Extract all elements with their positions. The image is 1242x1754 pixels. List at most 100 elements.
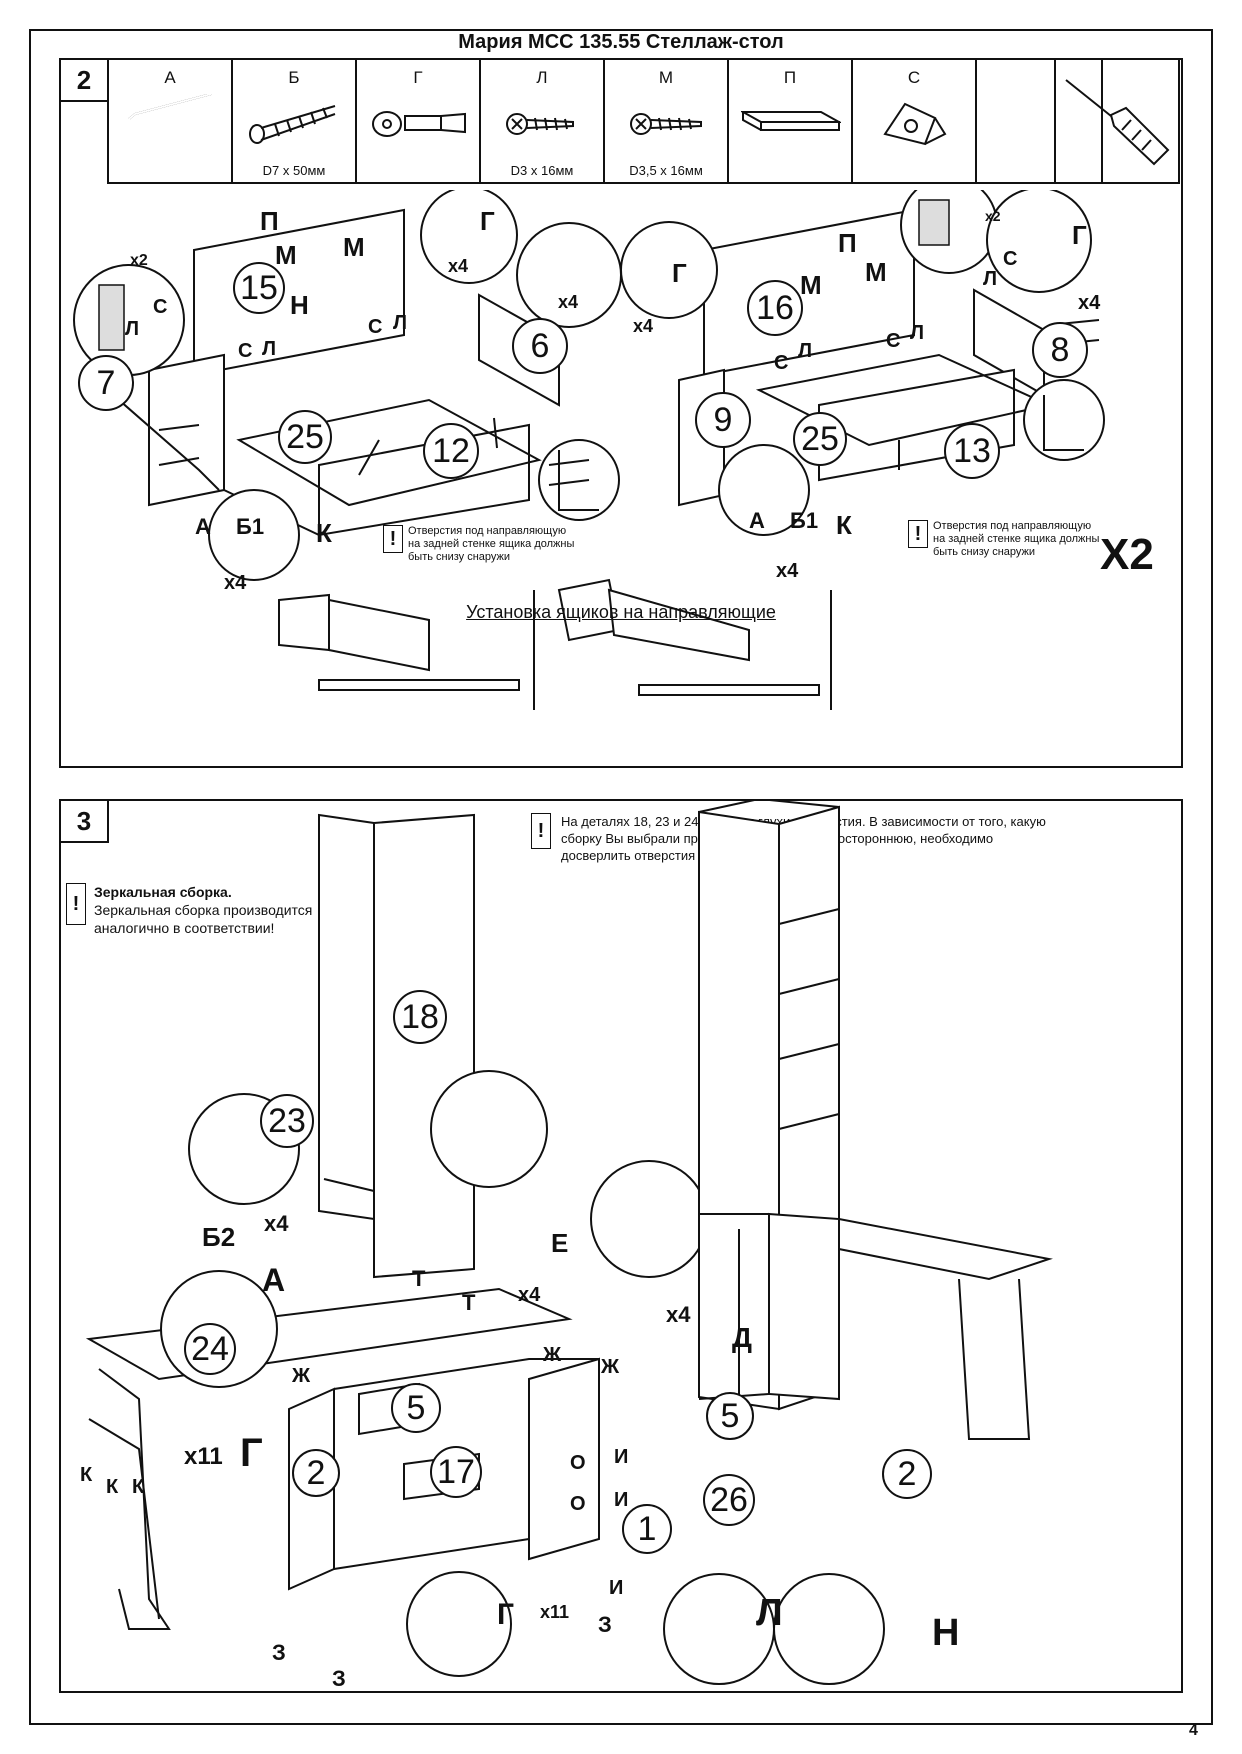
warning-text: Отверстия под направляющую на задней сте… [408, 525, 575, 563]
label-g: Г [240, 1431, 263, 1475]
zoom-d-circle [590, 1160, 708, 1278]
part-letter: Б [288, 68, 300, 87]
label-t: Т [462, 1290, 476, 1315]
part-number-18: 18 [393, 990, 447, 1044]
zoom-rail-circle [538, 439, 620, 521]
label-k: К [836, 510, 852, 540]
part-number-2b: 2 [882, 1449, 932, 1499]
label-m: М [865, 257, 887, 287]
label-p: П [838, 228, 857, 258]
label-k: К [80, 1464, 93, 1486]
label-x4: x4 [448, 256, 469, 276]
label-x2: x2 [985, 208, 1001, 224]
screwdriver-icon [1065, 79, 1170, 166]
zoom-bolt-circle-r [986, 190, 1092, 293]
panel-18 [373, 813, 475, 1279]
label-a: А [195, 514, 211, 539]
label-x4: x4 [224, 572, 247, 594]
panel-15 [193, 208, 405, 377]
part-size: D7 x 50мм [262, 163, 326, 178]
label-zh: Ж [601, 1356, 620, 1378]
label-b1: Б1 [790, 508, 819, 533]
part-l: Л D3 x 16мм [481, 60, 605, 182]
label-b1: Б1 [236, 514, 265, 539]
part-number-13: 13 [944, 423, 1000, 479]
panel-1 [528, 1357, 600, 1561]
confirmat-screw-icon [249, 105, 336, 144]
label-l: Л [262, 338, 277, 360]
part-number-5b: 5 [706, 1392, 754, 1440]
label-k: К [316, 518, 332, 548]
rail-diagram-2 [557, 578, 832, 710]
label-l: Л [125, 318, 140, 340]
label-s: С [1003, 248, 1018, 270]
label-zh: Ж [543, 1344, 562, 1366]
label-l: Л [798, 340, 813, 362]
step-number: 2 [61, 60, 109, 102]
label-k: К [132, 1476, 145, 1498]
mirror-note-text: Зеркальная сборка производится аналогичн… [94, 902, 313, 936]
label-x11: x11 [184, 1443, 223, 1470]
zoom-cam-circle [420, 190, 518, 284]
handle-icon [741, 111, 841, 131]
label-b2: Б2 [202, 1222, 236, 1252]
warning-icon: ! [383, 525, 403, 553]
part-a: А [109, 60, 233, 182]
warning-icon: ! [531, 813, 551, 849]
zoom-screw-circle-r [718, 444, 810, 536]
panel-16 [703, 208, 915, 377]
label-x4: x4 [776, 560, 799, 582]
label-n: Н [290, 290, 309, 320]
tool-box [1054, 58, 1180, 184]
label-s: С [153, 296, 168, 318]
part-number-12: 12 [423, 423, 479, 479]
part-size: D3,5 x 16мм [629, 163, 703, 178]
label-x4: x4 [666, 1302, 691, 1327]
part-g: Г [357, 60, 481, 182]
part-number-25b: 25 [793, 412, 847, 466]
step-number: 3 [61, 801, 109, 843]
part-number-23: 23 [260, 1094, 314, 1148]
warning-text: Отверстия под направляющую на задней сте… [933, 520, 1100, 558]
part-number-8: 8 [1032, 322, 1088, 378]
part-letter: Г [413, 68, 423, 87]
multiplier-x2: X2 [1100, 530, 1154, 579]
warning-icon: ! [908, 520, 928, 548]
page-number: 4 [1189, 1722, 1198, 1739]
part-number-25: 25 [278, 410, 332, 464]
part-s: С [853, 60, 977, 182]
label-a: А [749, 508, 765, 533]
zoom-screw-circle [208, 489, 300, 581]
part-number-26: 26 [703, 1474, 755, 1526]
cam-lock-icon [372, 111, 466, 137]
part-number-1: 1 [622, 1504, 672, 1554]
zoom-rail-circle-r [1023, 379, 1105, 461]
corner-bracket-icon [883, 102, 947, 146]
label-x4: x4 [518, 1284, 541, 1306]
label-i: И [614, 1489, 629, 1511]
label-m: М [343, 232, 365, 262]
label-s: С [774, 352, 789, 374]
part-number-5: 5 [391, 1383, 441, 1433]
zoom-n-circle [773, 1573, 885, 1685]
part-number-7: 7 [78, 355, 134, 411]
label-a: А [262, 1262, 286, 1298]
label-x4: x4 [558, 292, 579, 312]
drawer-warning-right: !Отверстия под направляющую на задней ст… [908, 520, 1118, 559]
label-n: Н [932, 1612, 960, 1654]
label-l: Л [983, 268, 998, 290]
label-l: Л [393, 312, 408, 334]
panel-23 [318, 813, 375, 1221]
label-z: З [598, 1612, 612, 1637]
panel-25 [236, 398, 542, 507]
warning-icon: ! [66, 883, 86, 925]
part-p: П [729, 60, 853, 182]
label-z: З [272, 1640, 286, 1665]
label-z: З [332, 1666, 346, 1691]
label-g: Г [497, 1598, 515, 1631]
label-o: О [570, 1452, 586, 1474]
page-frame [29, 29, 1213, 1725]
drawer-warning-left: !Отверстия под направляющую на задней ст… [383, 525, 593, 564]
label-x11: x11 [540, 1602, 570, 1622]
label-i: И [609, 1577, 624, 1599]
